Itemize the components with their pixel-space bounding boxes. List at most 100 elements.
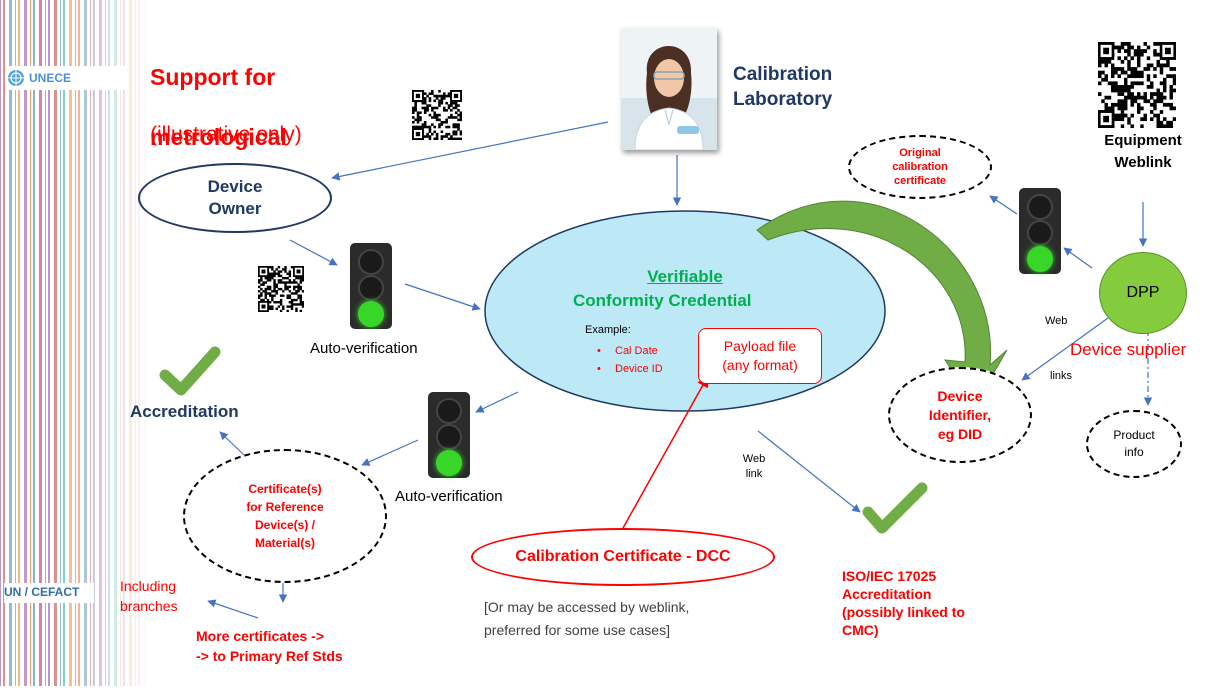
qr-module: [262, 290, 265, 293]
qr-module: [435, 116, 439, 119]
qr-module: [416, 111, 420, 115]
checkmark-icon: [862, 482, 928, 534]
qr-module: [423, 101, 427, 105]
payload-file-box: Payload file (any format): [698, 328, 822, 384]
qr-module: [268, 279, 272, 282]
qr-module: [275, 301, 278, 304]
qr-module: [266, 276, 270, 280]
qr-module: [1114, 45, 1118, 50]
qr-module: [1117, 67, 1121, 71]
qr-module: [1127, 120, 1131, 125]
qr-module: [1127, 88, 1131, 93]
qr-module: [1163, 77, 1167, 82]
qr-module: [295, 309, 298, 312]
qr-module: [438, 94, 441, 98]
qr-module: [1133, 95, 1138, 100]
qr-module: [447, 106, 451, 110]
qr-module: [1172, 77, 1176, 82]
qr-module: [454, 101, 458, 105]
qr-module: [1127, 45, 1131, 50]
qr-module: [1159, 70, 1164, 75]
qr-module: [275, 285, 278, 289]
qr-module: [1111, 67, 1115, 71]
qr-module: [457, 125, 460, 129]
qr-module: [1130, 113, 1134, 118]
qr-module: [447, 104, 451, 107]
qr-module: [423, 97, 427, 100]
qr-module: [412, 111, 415, 115]
qr-module: [1159, 120, 1164, 125]
qr-module: [1159, 92, 1164, 96]
qr-module: [1117, 106, 1121, 111]
qr-module: [1166, 102, 1170, 107]
qr-module: [452, 106, 456, 110]
calibration-certificate-dcc-label: Calibration Certificate - DCC: [515, 548, 731, 565]
qr-module: [1159, 95, 1164, 100]
qr-module: [1130, 67, 1134, 71]
qr-module: [459, 118, 462, 122]
qr-module: [286, 287, 289, 291]
qr-module: [1169, 67, 1173, 71]
qr-module: [279, 274, 283, 278]
qr-module: [268, 307, 272, 311]
qr-module: [1133, 74, 1138, 79]
qr-module: [288, 270, 292, 273]
qr-module: [423, 109, 427, 112]
qr-module: [1111, 106, 1115, 111]
qr-module: [290, 301, 294, 304]
auto-verification-label: Auto-verification: [395, 488, 503, 505]
qr-module: [442, 109, 446, 112]
qr-module: [284, 270, 287, 273]
qr-module: [435, 94, 439, 98]
traffic-light-icon: [350, 243, 392, 329]
qr-module: [288, 281, 292, 284]
qr-module: [442, 92, 446, 95]
qr-module: [1150, 95, 1154, 100]
qr-module: [277, 305, 281, 308]
qr-module: [273, 274, 276, 278]
arrow-owner-to-light: [289, 239, 338, 266]
qr-module: [1117, 117, 1121, 122]
web-link-label: Web link: [742, 453, 766, 480]
qr-module: [260, 287, 263, 291]
qr-module: [1117, 45, 1121, 50]
qr-module: [454, 116, 458, 119]
qr-module: [426, 125, 429, 129]
qr-module: [1156, 63, 1160, 68]
qr-module: [1133, 70, 1138, 75]
qr-module: [258, 294, 261, 297]
dpp-node[interactable]: DPP: [1099, 252, 1187, 334]
qr-module: [264, 276, 267, 280]
qr-module: [1169, 106, 1173, 111]
qr-module: [1111, 85, 1115, 89]
stripe-graphic: [0, 0, 150, 686]
qr-module: [440, 101, 444, 105]
qr-module: [454, 137, 458, 140]
qr-module: [299, 294, 303, 297]
qr-module: [1104, 106, 1108, 111]
qr-module: [1120, 106, 1125, 111]
qr-module: [1172, 74, 1176, 79]
qr-module: [1130, 81, 1134, 86]
qr-module: [271, 266, 274, 269]
qr-module: [1114, 85, 1118, 89]
qr-module: [414, 104, 417, 107]
qr-module: [301, 290, 304, 293]
qr-module: [1146, 45, 1151, 50]
qr-module: [1124, 49, 1128, 53]
qr-module: [288, 272, 292, 275]
qr-module: [423, 111, 427, 115]
qr-module: [454, 132, 458, 136]
auto-verification-label: Auto-verification: [310, 340, 418, 357]
qr-module: [1111, 70, 1115, 75]
qr-module: [1130, 56, 1134, 61]
qr-module: [299, 276, 303, 280]
qr-code-icon: [258, 266, 304, 312]
qr-module: [271, 272, 274, 275]
qr-module: [435, 132, 439, 136]
qr-module: [1163, 95, 1167, 100]
qr-module: [1117, 99, 1121, 104]
qr-module: [1163, 85, 1167, 89]
qr-module: [447, 125, 451, 129]
qr-module: [1120, 42, 1125, 46]
